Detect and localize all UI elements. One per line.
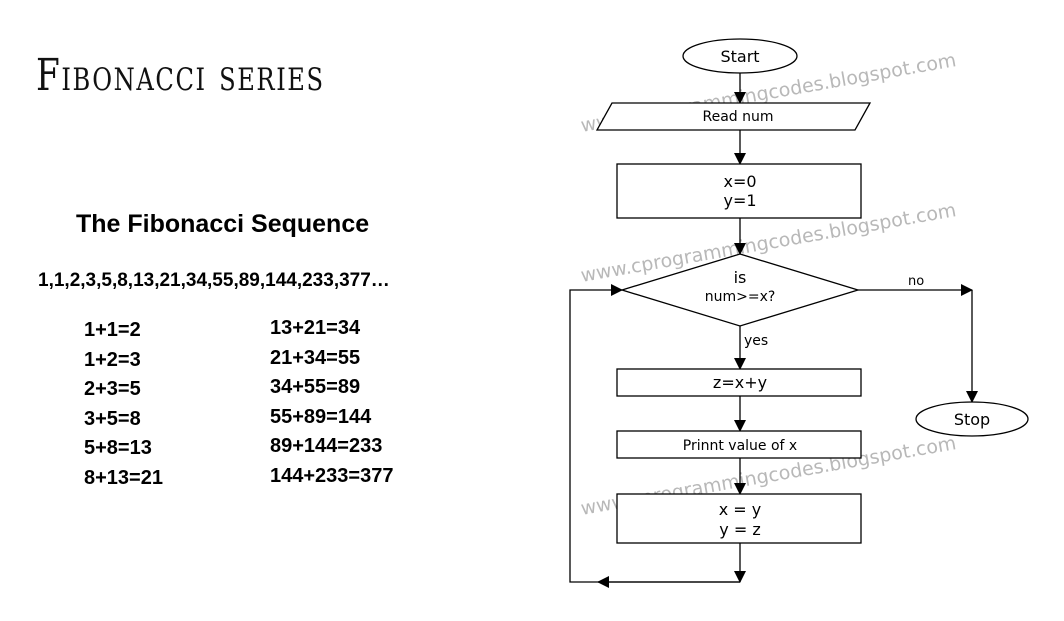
start-terminal [682,38,798,74]
decision-condition-label: num>=x? [705,289,776,305]
no-label: no [908,274,924,289]
sum-line: 1+2=3 [84,348,141,371]
compute-label: z=x+y [713,373,767,392]
read-input-shape [595,102,872,131]
sum-line: 2+3=5 [84,378,141,400]
init-y-label: y=1 [723,191,756,210]
init-process-box [616,163,862,219]
sum-line: 13+21=34 [270,317,361,339]
compute-process-box [616,368,862,397]
stop-terminal [915,401,1029,437]
yes-label: yes [744,333,768,349]
assign-y-label: y = z [719,520,760,539]
decision-diamond [619,253,861,327]
sum-line: 89+144=233 [270,435,383,457]
start-label: Start [720,47,759,66]
assign-x-label: x = y [719,500,762,519]
sum-line: 21+34=55 [270,346,361,369]
sums-right-column: 13+21=34 21+34=55 34+55=89 55+89=144 89+… [270,314,393,491]
sum-line: 55+89=144 [270,405,372,428]
assign-process-box [616,493,862,544]
sequence-heading: The Fibonacci Sequence [76,210,370,238]
page-title: Fibonacci series [36,50,325,101]
sums-left-column: 1+1=2 1+2=3 2+3=5 3+5=8 5+8=13 8+13=21 [84,316,163,493]
sum-line: 8+13=21 [84,466,163,489]
sequence-terms: 1,1,2,3,5,8,13,21,34,55,89,144,233,377… [38,270,390,291]
sum-line: 1+1=2 [84,319,141,341]
sum-line: 34+55=89 [270,376,361,398]
print-process-box [616,430,862,459]
sum-line: 144+233=377 [270,464,394,487]
sum-line: 5+8=13 [84,437,152,459]
read-label: Read num [702,109,773,125]
sum-line: 3+5=8 [84,407,141,430]
stop-label: Stop [954,410,990,429]
init-x-label: x=0 [723,172,756,191]
decision-label: is [734,268,747,287]
print-label: Prinnt value of x [683,438,797,454]
